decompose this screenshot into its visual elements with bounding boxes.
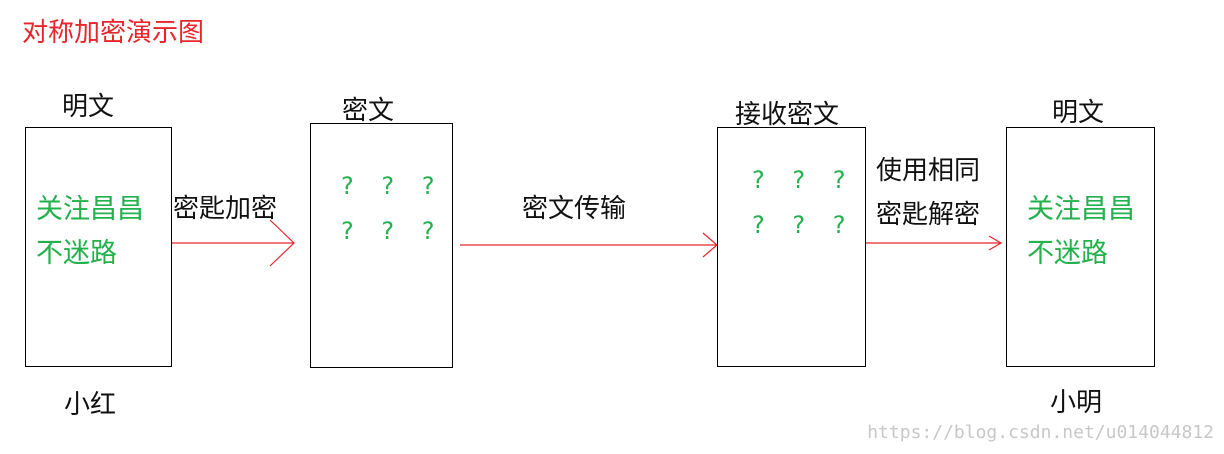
transmit-label: 密文传输: [522, 194, 627, 224]
decrypt-label-line1: 使用相同: [876, 156, 981, 186]
received-line1: ? ? ?: [752, 166, 856, 194]
sender-box: 关注昌昌 不迷路: [25, 127, 172, 367]
cipher-box: ? ? ? ? ? ?: [310, 123, 453, 368]
receiver-footer: 小明: [1050, 388, 1103, 418]
sender-footer: 小红: [64, 390, 117, 420]
encrypt-arrow: [172, 219, 295, 267]
sender-content-line2: 不迷路: [36, 238, 117, 269]
receiver-header: 明文: [1052, 98, 1105, 128]
decrypt-arrow: [866, 235, 1003, 251]
received-box: ? ? ? ? ? ?: [717, 127, 866, 367]
receiver-box: 关注昌昌 不迷路: [1006, 127, 1155, 367]
diagram-title: 对称加密演示图: [22, 18, 205, 48]
cipher-line2: ? ? ?: [341, 217, 445, 245]
receiver-content-line1: 关注昌昌: [1027, 194, 1135, 225]
cipher-line1: ? ? ?: [341, 172, 445, 200]
receiver-content-line2: 不迷路: [1027, 238, 1108, 269]
sender-header: 明文: [62, 92, 115, 122]
decrypt-label-line2: 密匙解密: [876, 200, 981, 230]
watermark: https://blog.csdn.net/u014044812: [867, 422, 1214, 443]
transmit-arrow: [460, 232, 718, 258]
sender-content-line1: 关注昌昌: [36, 194, 144, 225]
encrypt-label: 密匙加密: [173, 194, 278, 224]
cipher-header: 密文: [342, 96, 395, 126]
received-header: 接收密文: [735, 100, 840, 130]
received-line2: ? ? ?: [752, 211, 856, 239]
